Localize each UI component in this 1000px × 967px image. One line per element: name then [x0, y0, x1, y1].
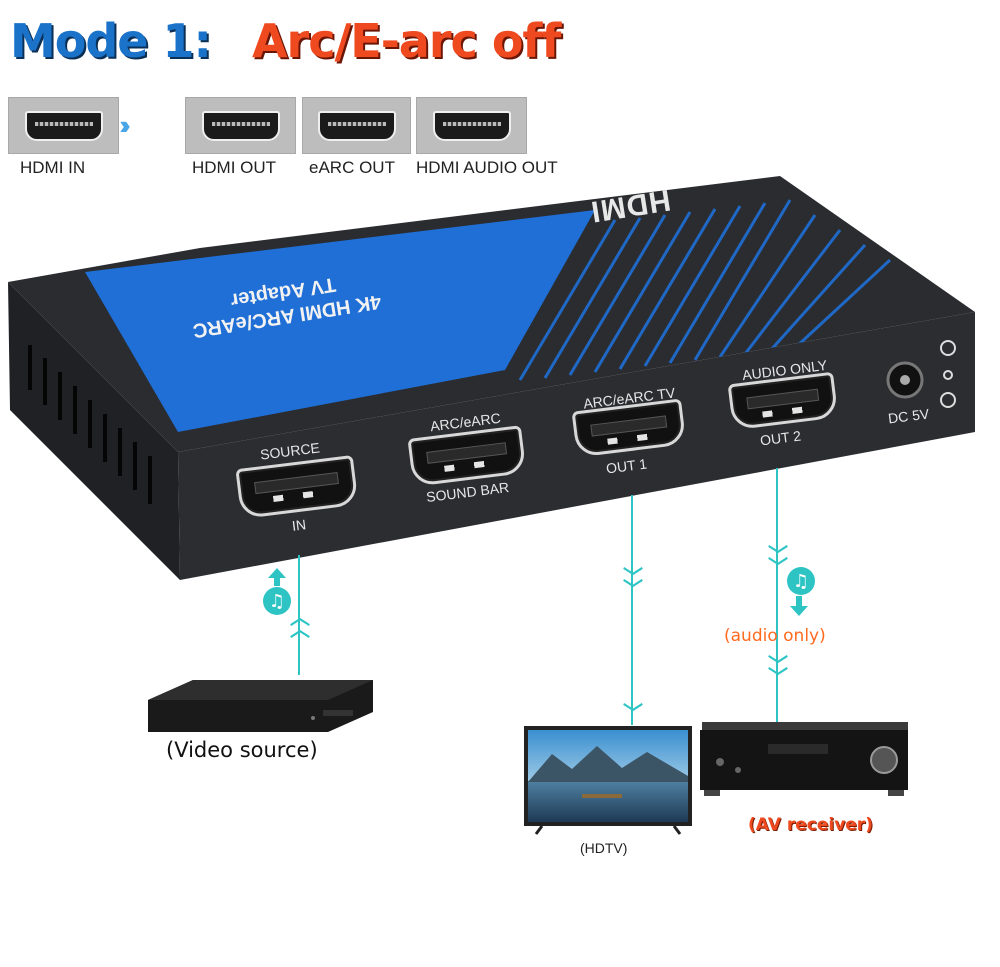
- legend-label: HDMI IN: [20, 158, 86, 177]
- chevron-down-icon: ﹀﹀: [623, 567, 643, 601]
- chevron-down-icon: ﹀﹀: [768, 545, 788, 579]
- page-title: Mode 1: Arc/E-arc off: [10, 14, 562, 68]
- cable-receiver: [776, 468, 778, 723]
- cable-hdtv: [631, 495, 633, 725]
- title-mode: Mode 1:: [10, 14, 212, 68]
- audio-only-label: (audio only): [724, 626, 826, 646]
- title-state: Arc/E-arc off: [251, 14, 562, 68]
- hdmi-port-icon: [201, 110, 280, 141]
- svg-text:♫: ♫: [793, 571, 809, 592]
- svg-text:♫: ♫: [269, 591, 285, 612]
- port-label: IN: [291, 516, 307, 534]
- hdtv-icon: [524, 726, 692, 835]
- device-blue-panel: [85, 210, 595, 432]
- av-receiver-icon: [700, 722, 908, 796]
- legend-port-hdmi-in: [8, 97, 119, 154]
- chevron-down-icon: ﹀﹀: [768, 655, 788, 689]
- hdmi-port-icon: [24, 110, 103, 141]
- legend-port-earc-out: [302, 97, 411, 154]
- arrow-down-icon: [790, 596, 808, 616]
- chevron-up-icon: ︿︿: [290, 607, 310, 641]
- legend-label: eARC OUT: [309, 158, 395, 177]
- av-receiver-label: (AV receiver): [748, 815, 873, 835]
- video-source-label: (Video source): [166, 738, 318, 762]
- hdmi-port-icon: [432, 110, 511, 141]
- arrow-up-icon: [268, 568, 286, 586]
- hdmi-port-icon: [317, 110, 396, 141]
- legend-port-hdmi-audio-out: [416, 97, 527, 154]
- legend-label: HDMI AUDIO OUT: [416, 158, 558, 177]
- music-note-icon: ♫: [262, 586, 292, 616]
- chevron-down-icon: ﹀: [623, 703, 643, 725]
- hdtv-label: (HDTV): [580, 840, 628, 856]
- bluray-player-icon: [148, 680, 373, 732]
- legend-label: HDMI OUT: [192, 158, 277, 177]
- cable-source: [298, 555, 300, 675]
- music-note-icon: ♫: [786, 566, 816, 596]
- adapter-device: [8, 176, 975, 580]
- legend-port-hdmi-out: [185, 97, 296, 154]
